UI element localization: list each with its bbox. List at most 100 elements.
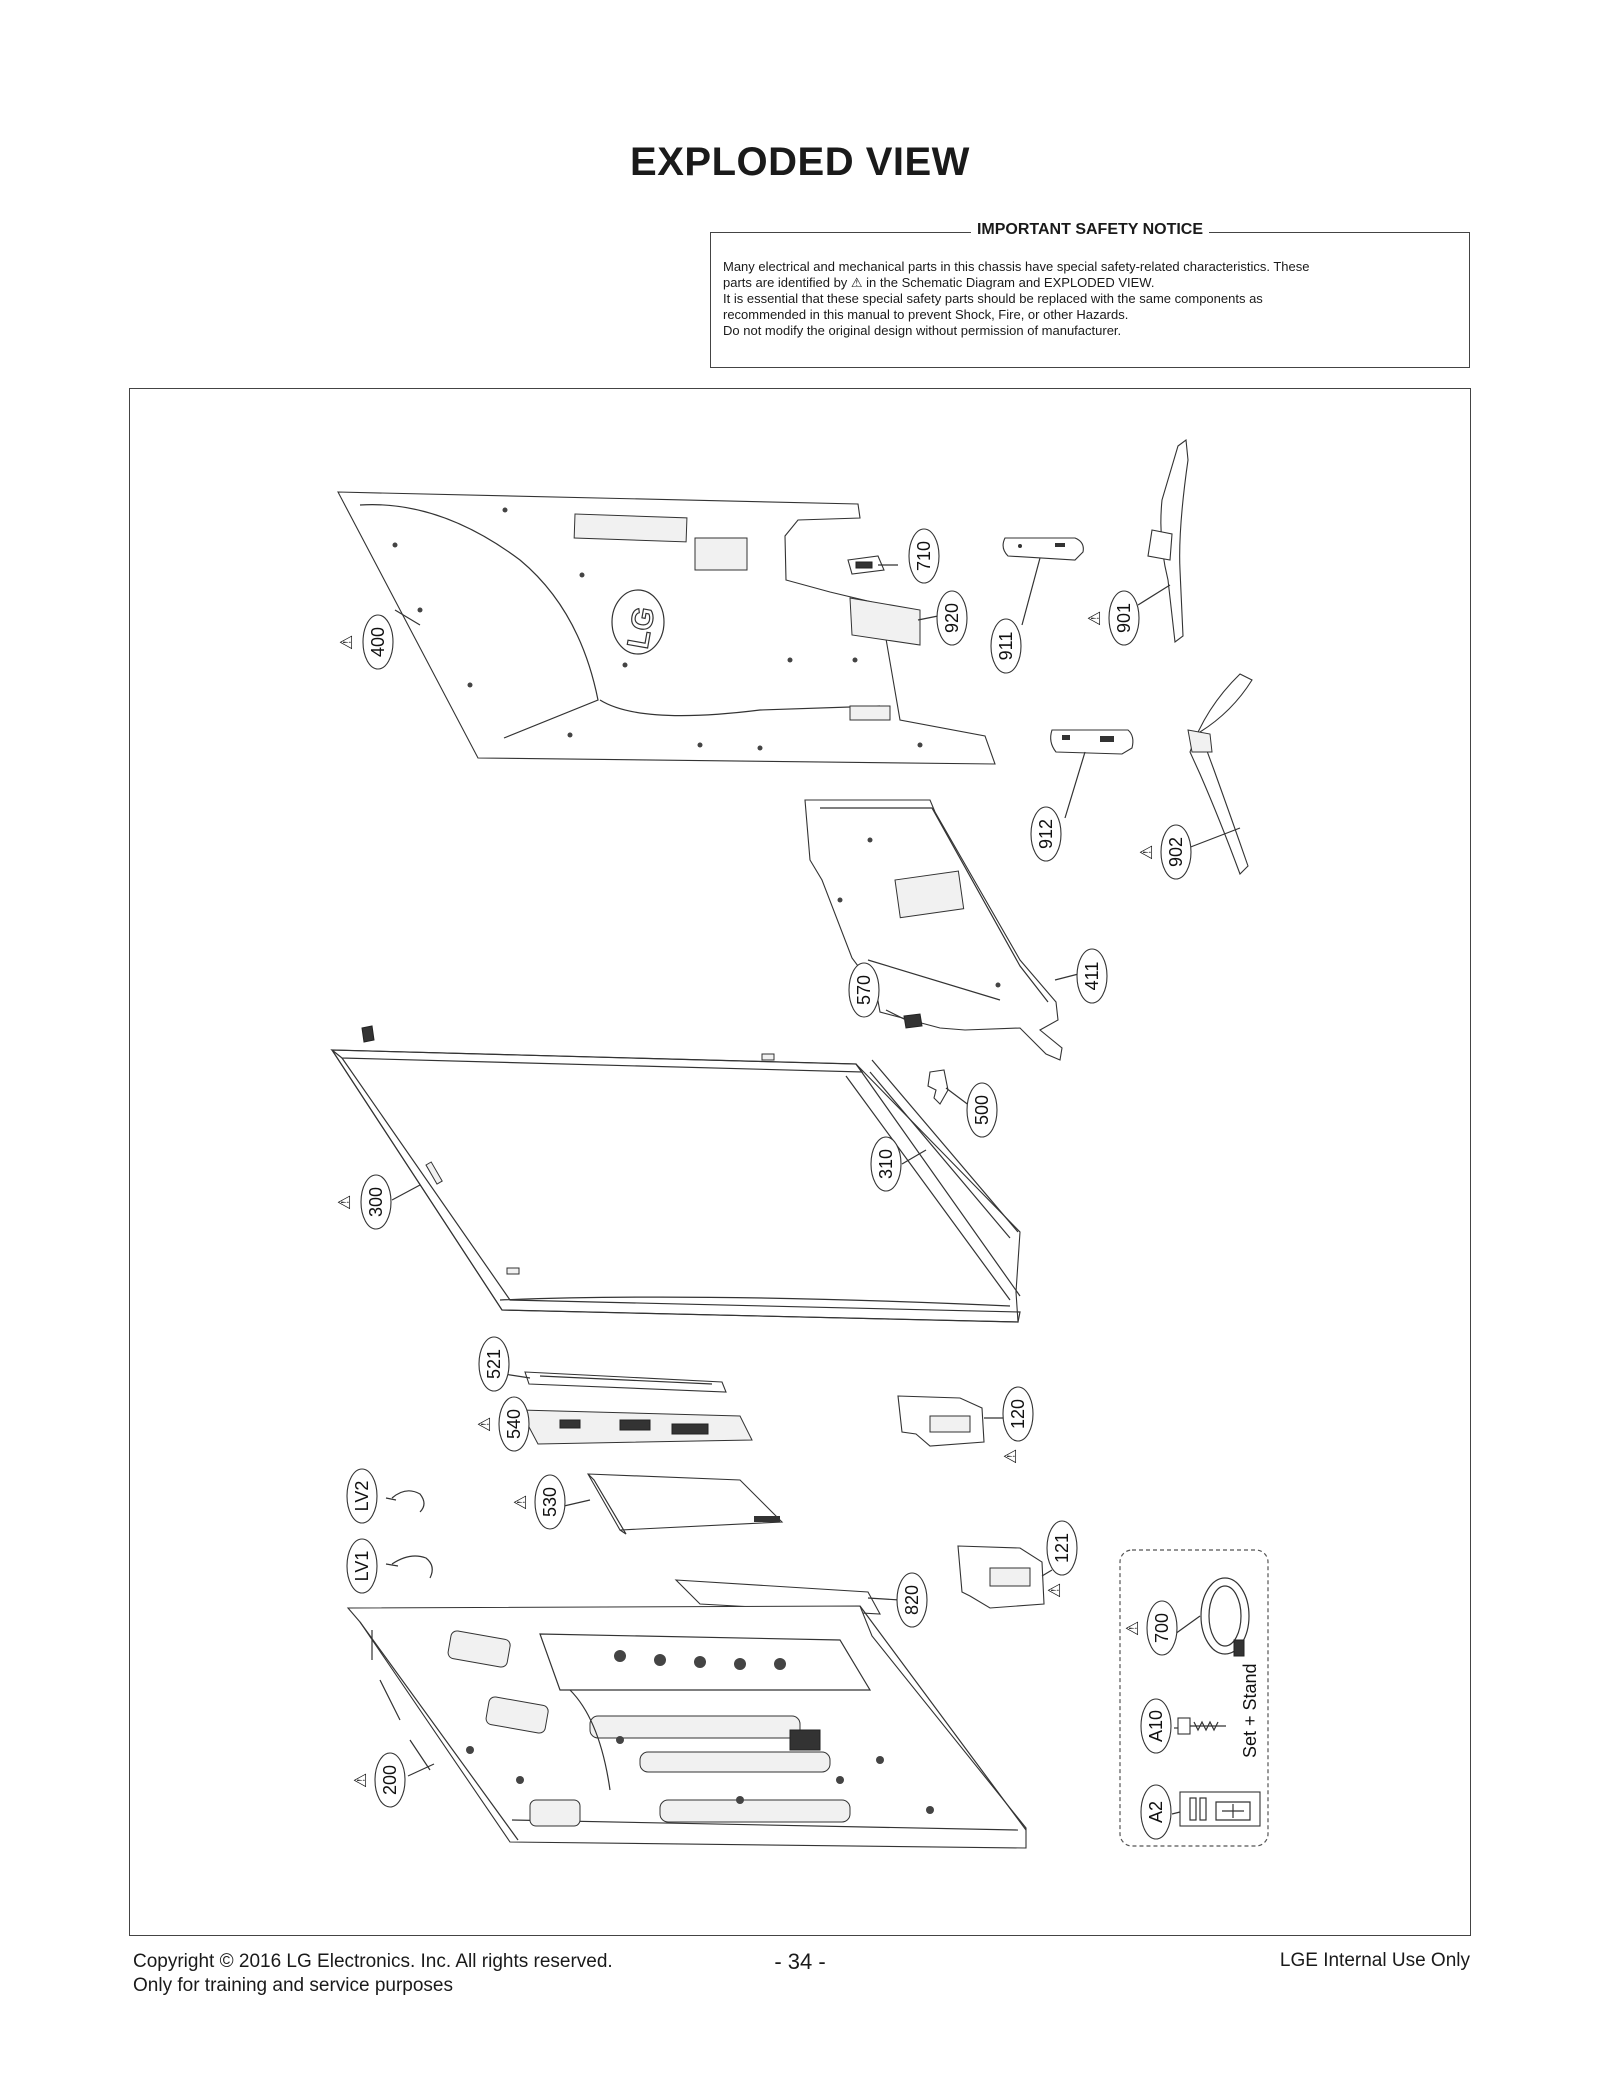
svg-text:500: 500 [972, 1095, 992, 1125]
part-label-lv2: LV2 [346, 1468, 378, 1524]
warning-icon: ⚠ [1137, 845, 1157, 860]
cable-lv1 [391, 1555, 433, 1579]
shield-plate-820 [674, 1579, 881, 1615]
part-label-411: 411 [1076, 948, 1108, 1004]
accessory-box: Set + Stand [1119, 1549, 1269, 1847]
accessory-note: Set + Stand [1240, 1663, 1260, 1758]
stand-cover-710 [847, 555, 885, 575]
svg-text:120: 120 [1008, 1399, 1028, 1429]
warning-icon: ⚠ [335, 1195, 355, 1210]
svg-text:901: 901 [1114, 603, 1134, 633]
leader-lines [385, 557, 1241, 1815]
svg-text:LV1: LV1 [352, 1551, 372, 1582]
cover-rear-411 [804, 799, 1063, 1061]
clip-500 [927, 1069, 949, 1105]
part-labels: 400 710 920 911 901 912 902 411 [346, 528, 1192, 1840]
page-number: - 34 - [774, 1949, 826, 1974]
svg-text:300: 300 [366, 1187, 386, 1217]
footer-copyright: Copyright © 2016 LG Electronics. Inc. Al… [133, 1950, 613, 1998]
power-cord-700 [1200, 1577, 1250, 1657]
stand-base-901 [1147, 438, 1189, 644]
svg-text:570: 570 [854, 975, 874, 1005]
guide-310 [869, 1059, 1019, 1239]
part-label-920: 920 [936, 590, 968, 646]
svg-text:911: 911 [996, 632, 1016, 661]
svg-text:902: 902 [1166, 837, 1186, 867]
internal-use-label: LGE Internal Use Only [1279, 1950, 1470, 1971]
svg-text:521: 521 [484, 1349, 504, 1379]
warning-icon: ⚠ [1085, 611, 1105, 626]
part-label-300: 300 [360, 1174, 392, 1230]
svg-text:411: 411 [1082, 962, 1102, 991]
part-label-310: 310 [870, 1136, 902, 1192]
svg-text:LV2: LV2 [352, 1481, 372, 1512]
page-title: EXPLODED VIEW [630, 140, 970, 184]
svg-text:A2: A2 [1146, 1801, 1166, 1823]
power-board-530 [587, 1473, 784, 1535]
part-label-530: 530 [534, 1474, 566, 1530]
part-label-500: 500 [966, 1082, 998, 1138]
svg-text:530: 530 [540, 1487, 560, 1517]
part-label-200: 200 [374, 1752, 406, 1808]
cable-lv2 [391, 1490, 425, 1513]
speaker-120 [897, 1395, 985, 1447]
safety-notice-heading-text: IMPORTANT SAFETY NOTICE [970, 221, 1210, 238]
part-label-902: 902 [1160, 824, 1192, 880]
warning-icon: ⚠ [337, 635, 357, 650]
warning-icon: ⚠ [1123, 1621, 1143, 1636]
lg-logo: LG [622, 604, 662, 651]
safety-notice-line: Do not modify the original design withou… [723, 323, 1122, 338]
part-label-a10: A10 [1140, 1698, 1172, 1754]
part-label-710: 710 [908, 528, 940, 584]
safety-notice-heading: IMPORTANT SAFETY NOTICE [711, 221, 1469, 239]
svg-text:820: 820 [902, 1585, 922, 1615]
training-text: Only for training and service purposes [133, 1975, 453, 1996]
safety-notice-line: Many electrical and mechanical parts in … [723, 259, 1310, 274]
stand-body-911 [1002, 537, 1084, 561]
main-board-540 [519, 1409, 753, 1445]
module-200 [346, 1605, 1027, 1849]
svg-text:121: 121 [1052, 1533, 1072, 1563]
svg-text:310: 310 [876, 1149, 896, 1179]
part-label-700: 700 [1146, 1600, 1178, 1656]
stand-body-912 [1050, 729, 1134, 755]
copyright-text: Copyright © 2016 LG Electronics. Inc. Al… [133, 1951, 613, 1972]
warning-icon: ⚠ [511, 1495, 531, 1510]
svg-text:A10: A10 [1146, 1710, 1166, 1742]
svg-text:920: 920 [942, 603, 962, 633]
board-521 [524, 1371, 727, 1393]
part-label-901: 901 [1108, 590, 1140, 646]
part-label-820: 820 [896, 1572, 928, 1628]
part-label-400: 400 [362, 614, 394, 670]
panel-frame-300 [330, 1025, 1021, 1323]
part-label-912: 912 [1030, 806, 1062, 862]
plate-920 [849, 597, 921, 646]
svg-text:200: 200 [380, 1765, 400, 1795]
safety-warning-symbols: ⚠ ⚠ ⚠ ⚠ ⚠ ⚠ ⚠ ⚠ ⚠ ⚠ [335, 611, 1157, 1788]
warning-icon: ⚠ [351, 1773, 371, 1788]
safety-notice-line: It is essential that these special safet… [723, 291, 1263, 306]
stand-base-902 [1187, 673, 1253, 875]
svg-text:912: 912 [1036, 819, 1056, 849]
safety-notice-body: Many electrical and mechanical parts in … [723, 259, 1457, 339]
part-label-120: 120 [1002, 1386, 1034, 1442]
back-cover-400: LG [337, 491, 996, 765]
part-label-a2: A2 [1140, 1784, 1172, 1840]
part-label-570: 570 [848, 962, 880, 1018]
bracket-570 [903, 1013, 923, 1029]
part-label-521: 521 [478, 1336, 510, 1392]
svg-text:540: 540 [504, 1409, 524, 1439]
svg-text:400: 400 [368, 627, 388, 657]
safety-notice-line: recommended in this manual to prevent Sh… [723, 307, 1129, 322]
part-label-540: 540 [498, 1396, 530, 1452]
warning-icon: ⚠ [475, 1417, 495, 1432]
speaker-121 [957, 1545, 1045, 1609]
screw-a10 [1177, 1717, 1226, 1735]
part-label-lv1: LV1 [346, 1538, 378, 1594]
warning-icon: ⚠ [1045, 1583, 1065, 1598]
part-label-911: 911 [990, 618, 1022, 674]
warning-icon: ⚠ [1001, 1449, 1021, 1464]
safety-notice-line: parts are identified by ⚠ in the Schemat… [723, 275, 1155, 290]
svg-text:700: 700 [1152, 1613, 1172, 1643]
